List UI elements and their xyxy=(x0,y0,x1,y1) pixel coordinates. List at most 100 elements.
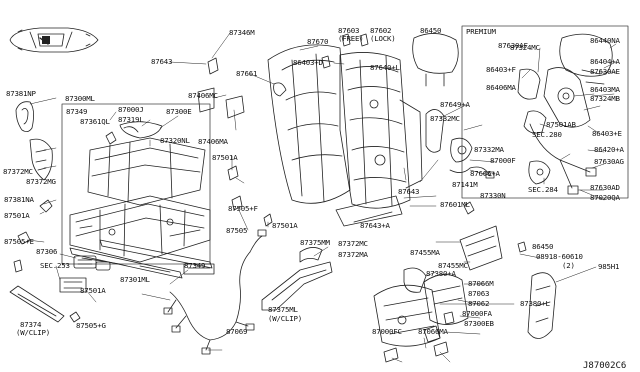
part-label: 87380+L xyxy=(520,299,550,308)
part-label: 87372MG xyxy=(26,177,56,186)
part-label: 87320NL xyxy=(160,136,190,145)
part-label: 87375ML xyxy=(268,305,298,314)
part-label: 87501A xyxy=(4,211,30,220)
part-label: 87000J xyxy=(118,105,144,114)
part-label: 87069 xyxy=(226,327,248,336)
part-label: 87361QL xyxy=(80,117,110,126)
lower-trim-part xyxy=(261,247,333,311)
part-label: 87381NP xyxy=(6,89,36,98)
headrest-part xyxy=(412,33,459,87)
seatback-frame-part xyxy=(339,52,423,209)
part-label: 87505+F xyxy=(228,204,258,213)
part-label: SEC.280 xyxy=(532,130,562,139)
part-label: 08918-60610 xyxy=(536,252,583,261)
clip-set-part xyxy=(105,33,527,253)
part-label: 87349 xyxy=(66,107,88,116)
part-label: 87630AD xyxy=(590,183,620,192)
part-label: 87306 xyxy=(36,247,58,256)
screw-part xyxy=(69,311,81,323)
part-label: 86440NA xyxy=(590,36,620,45)
part-label: 985H1 xyxy=(598,262,620,271)
part-label: (2) xyxy=(562,261,575,270)
premium-heading: PREMIUM xyxy=(466,27,496,36)
part-label: 87602 xyxy=(370,26,392,35)
part-label: 86406MA xyxy=(486,83,516,92)
actuator-part xyxy=(528,160,551,185)
trim-cover-part xyxy=(15,101,34,132)
part-label: 87670 xyxy=(307,37,329,46)
part-label: 86403+F xyxy=(486,65,516,74)
seat-frame-part xyxy=(69,195,211,263)
part-label: 86450 xyxy=(420,26,442,35)
part-label: 87300EB xyxy=(464,319,494,328)
part-label: 86420+A xyxy=(594,145,624,154)
seatback-cover-part xyxy=(267,44,351,204)
seat-side-cover-part xyxy=(373,284,441,347)
part-label: 87380+A xyxy=(426,269,456,278)
knob-part xyxy=(383,311,455,363)
part-label: 87372MC xyxy=(338,239,368,248)
part-label: 87643+A xyxy=(360,221,390,230)
part-label: 87000FC xyxy=(372,327,402,336)
part-label: 87300ML xyxy=(65,94,95,103)
part-label: 87630AG xyxy=(594,157,624,166)
part-label: (W/CLIP) xyxy=(16,328,50,337)
part-label: 86450 xyxy=(532,242,554,251)
part-label: 87501A xyxy=(272,221,298,230)
part-label: 87505 xyxy=(226,226,248,235)
part-label: 87501A xyxy=(80,286,106,295)
part-label: 86403MA xyxy=(590,85,620,94)
part-label: 87319L xyxy=(118,115,144,124)
part-label: 87455MC xyxy=(438,261,468,270)
part-label: SEC.284 xyxy=(528,185,558,194)
side-finisher-part xyxy=(29,138,53,181)
part-label: 87066M xyxy=(468,279,494,288)
side-shield-part xyxy=(403,225,503,325)
part-label: 87066MA xyxy=(418,327,448,336)
part-label: 87666+A xyxy=(470,169,500,178)
part-label: (W/CLIP) xyxy=(268,314,302,323)
lower-finisher-part xyxy=(9,285,65,323)
part-label: 87372MA xyxy=(338,250,368,259)
part-label: (FREE) xyxy=(338,34,364,43)
reference-code: J87002C6 xyxy=(583,361,627,371)
part-label: 87063 xyxy=(468,289,490,298)
part-label: 87643 xyxy=(151,57,173,66)
part-label: 87375MM xyxy=(300,238,330,247)
seatback-panel-part xyxy=(335,195,403,227)
airbag-module-part xyxy=(527,272,557,339)
part-label: 87349 xyxy=(184,261,206,270)
leader-lines xyxy=(27,32,617,363)
part-label: 87640+L xyxy=(370,63,400,72)
bracket-part xyxy=(59,255,111,293)
part-label: 87372MC xyxy=(3,167,33,176)
part-label: 87374 xyxy=(20,320,42,329)
part-label: 87630AF xyxy=(498,41,528,50)
part-label: 87406MA xyxy=(198,137,228,146)
wire-harness-part xyxy=(163,229,267,355)
part-label: 87455MA xyxy=(410,248,440,257)
part-label: 87332MA xyxy=(474,145,504,154)
part-label: 87000FA xyxy=(462,309,492,318)
cable-part xyxy=(449,166,495,179)
part-label: 87603 xyxy=(338,26,360,35)
part-label: 87330N xyxy=(480,191,506,200)
car-silhouette-icon xyxy=(9,27,99,53)
part-label: 87332MC xyxy=(430,114,460,123)
part-label: 87346M xyxy=(229,28,255,37)
part-label: 87301ML xyxy=(120,275,150,284)
part-label: 87630AE xyxy=(590,67,620,76)
part-label: 87300E xyxy=(166,107,192,116)
part-label: 86403+E xyxy=(592,129,622,138)
part-label: 87406MC xyxy=(188,91,218,100)
part-label: 86403+D xyxy=(293,58,323,67)
seat-rail-part xyxy=(69,239,213,279)
part-label: 87505+E xyxy=(4,237,34,246)
recliner-part xyxy=(425,109,473,163)
part-label: 87324MC xyxy=(510,43,540,52)
part-label: 87381NA xyxy=(4,195,34,204)
part-label: 87505+G xyxy=(76,321,106,330)
part-label: SEC.253 xyxy=(40,261,70,270)
